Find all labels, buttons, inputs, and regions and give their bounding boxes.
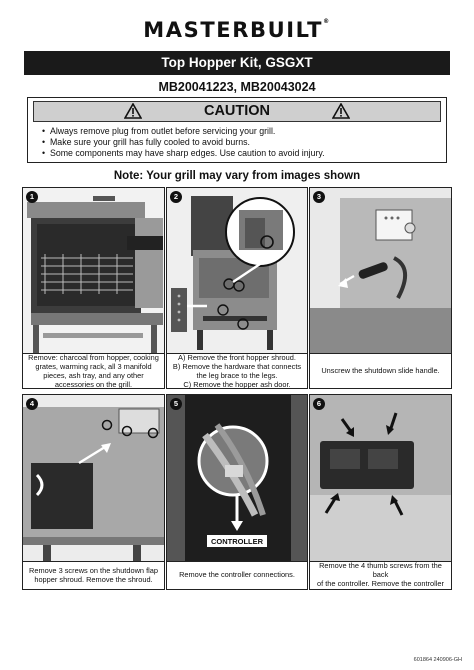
brand-logo: MASTERBUILT® (143, 18, 331, 42)
caution-list: Always remove plug from outlet before se… (42, 126, 325, 159)
caution-heading: CAUTION (33, 101, 441, 122)
controller-thumb-screws-illustration (310, 395, 451, 561)
step-6-image (310, 395, 451, 562)
step-number-badge: 4 (26, 398, 38, 410)
step-2-image (167, 188, 307, 354)
grill-open-lid-illustration (23, 188, 164, 353)
document-code: 601864 240906-GH (413, 657, 462, 663)
step-number-badge: 1 (26, 191, 38, 203)
step-3-panel: 3 Unscrew the shutdown slide handle. (309, 187, 452, 389)
warning-triangle-icon (124, 103, 142, 119)
step-2-caption: A) Remove the front hopper shroud. B) Re… (172, 352, 302, 389)
step-5-image: CONTROLLER (167, 395, 307, 562)
warning-triangle-icon (332, 103, 350, 119)
controller-connections-illustration: CONTROLLER (167, 395, 307, 561)
step-6-panel: 6 Remove the 4 thumb screws from the bac… (309, 394, 452, 590)
step-4-panel: 4 Remove 3 screws on the shutdown flap h… (22, 394, 165, 590)
step-3-image (310, 188, 451, 354)
step-number-badge: 2 (170, 191, 182, 203)
step-number-badge: 3 (313, 191, 325, 203)
step-4-image (23, 395, 164, 562)
step-number-badge: 6 (313, 398, 325, 410)
step-4-caption: Remove 3 screws on the shutdown flap hop… (29, 565, 158, 584)
step-number-badge: 5 (170, 398, 182, 410)
shutdown-handle-illustration (310, 188, 451, 353)
step-5-caption: Remove the controller connections. (179, 570, 295, 579)
step-6-caption: Remove the 4 thumb screws from the back … (317, 561, 444, 588)
step-1-image (23, 188, 164, 354)
hopper-shroud-illustration (23, 395, 164, 561)
note: Note: Your grill may vary from images sh… (113, 170, 361, 182)
hopper-hardware-illustration (167, 188, 307, 353)
model-numbers: MB20041223, MB20043024 (158, 80, 316, 94)
trademark: ® (323, 18, 331, 25)
step-5-panel: CONTROLLER 5 Remove the controller conne… (166, 394, 308, 590)
step-1-panel: 1 Remove: charcoal from hopper, cooking … (22, 187, 165, 389)
caution-item: Some components may have sharp edges. Us… (42, 148, 325, 159)
caution-item: Make sure your grill has fully cooled to… (42, 137, 325, 148)
step-2-panel: 2 A) Remove the front hopper shroud. B) … (166, 187, 308, 389)
step-1-caption: Remove: charcoal from hopper, cooking gr… (28, 352, 159, 389)
controller-label: CONTROLLER (211, 537, 264, 546)
page-title: Top Hopper Kit, GSGXT (24, 51, 450, 75)
caution-box: CAUTION Always remove plug from outlet b… (27, 97, 447, 163)
step-3-caption: Unscrew the shutdown slide handle. (321, 366, 440, 375)
caution-item: Always remove plug from outlet before se… (42, 126, 325, 137)
